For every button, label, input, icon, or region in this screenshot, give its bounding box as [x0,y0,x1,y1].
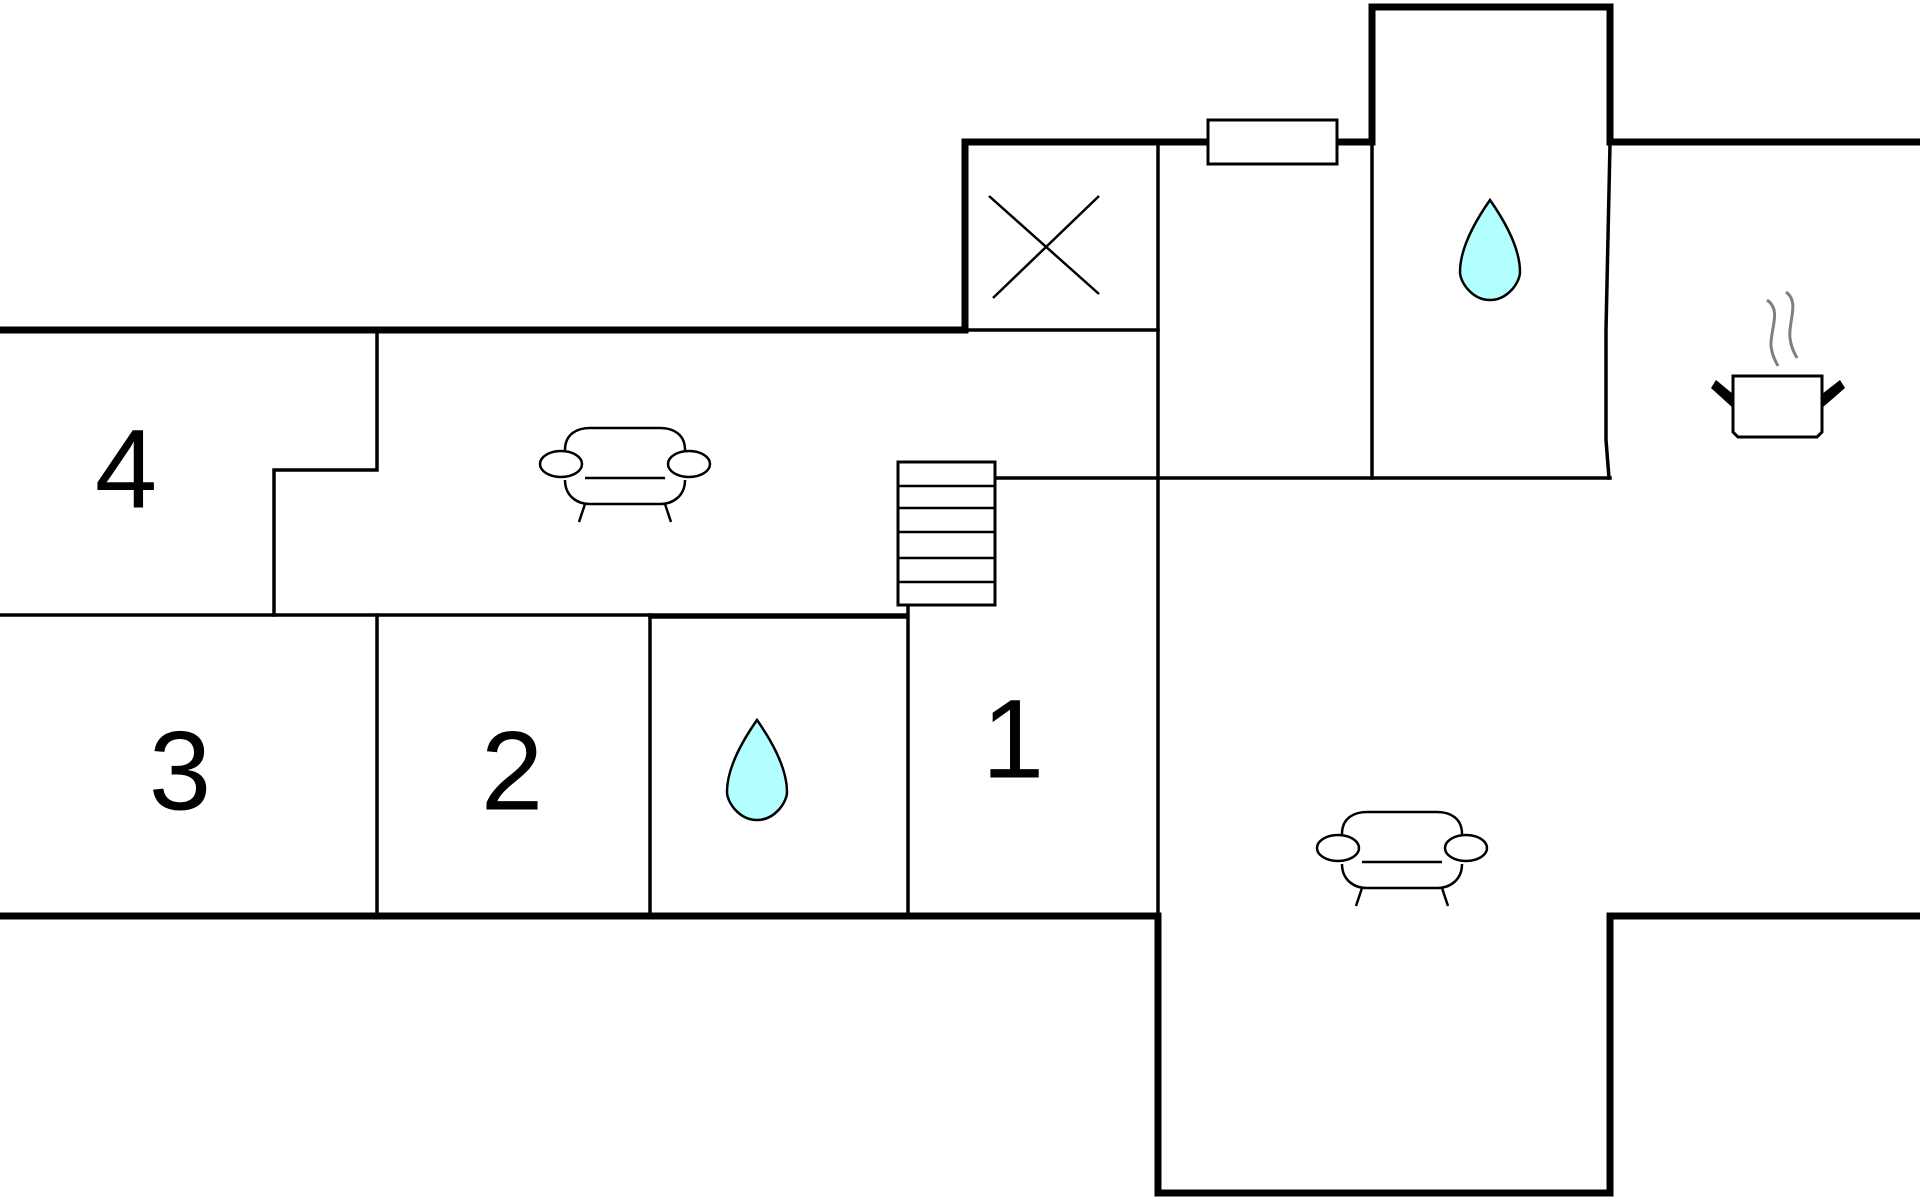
window-icon [1206,118,1339,166]
room-label-4: 4 [95,407,157,532]
staircase-icon [896,460,997,607]
room-label-1: 1 [982,677,1044,802]
water-drop-icon [1458,198,1522,302]
room-label-3: 3 [149,709,211,834]
sofa-icon [1315,810,1489,908]
interior-walls [0,142,1612,918]
water-drop-icon [725,718,789,822]
sofa-icon [538,426,712,524]
cooking-pot-icon [1711,290,1845,439]
outer-walls [0,3,1920,1197]
cross-mark-icon [988,195,1100,299]
room-label-2: 2 [481,709,543,834]
